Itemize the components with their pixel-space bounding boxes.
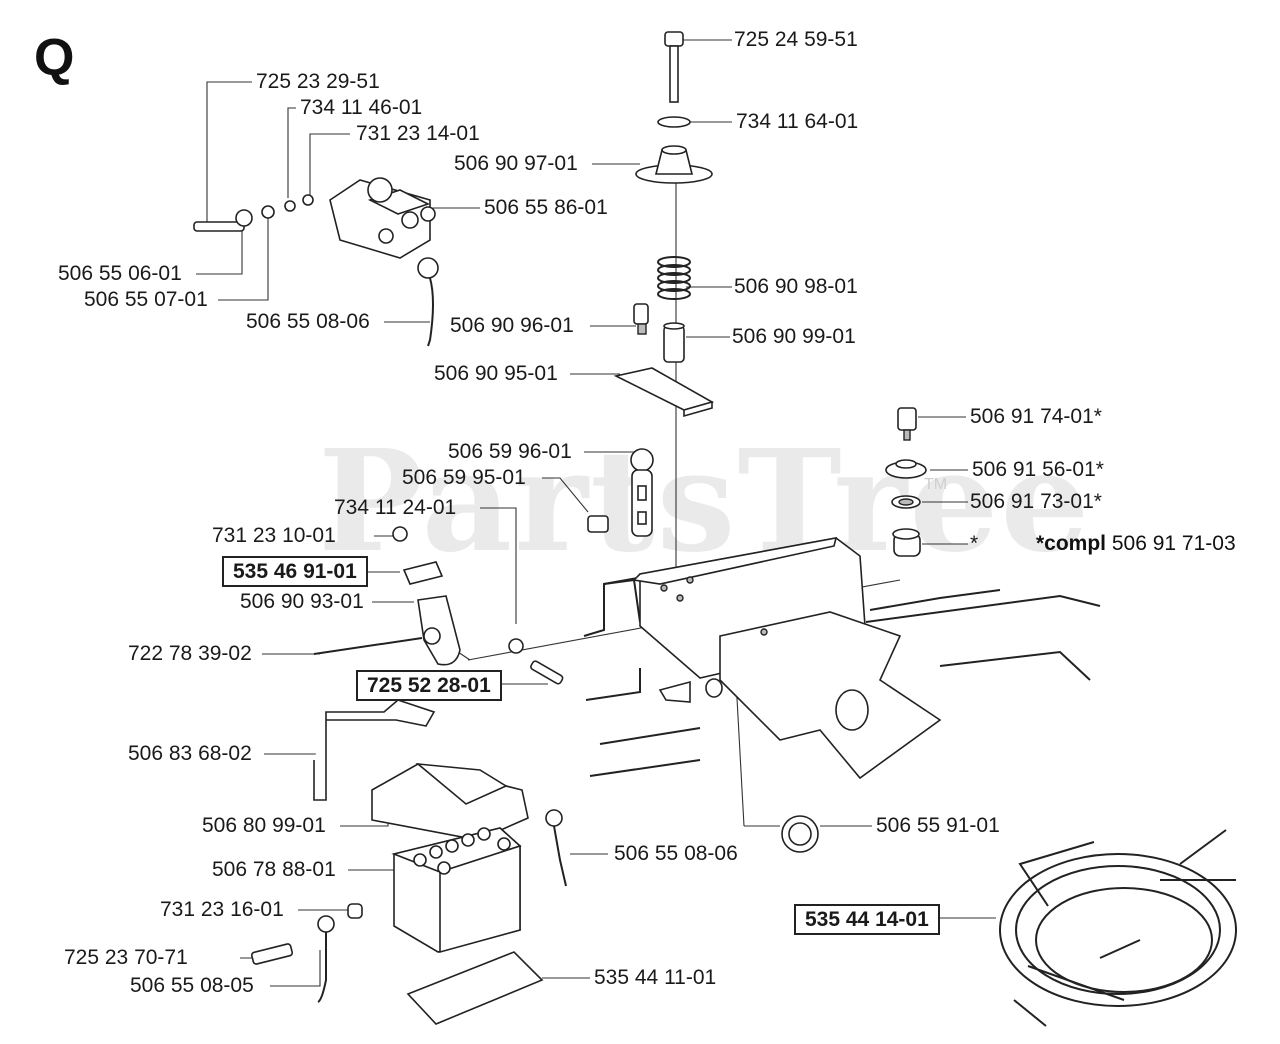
leader-lines xyxy=(196,39,996,987)
micro-switch xyxy=(313,526,564,685)
part-label-535-44-11-01: 535 44 11-01 xyxy=(594,966,717,989)
part-label-506-59-95-01: 506 59 95-01 xyxy=(402,466,526,489)
part-label-506-55-91-01: 506 55 91-01 xyxy=(876,814,1000,837)
lever-assembly xyxy=(587,448,654,537)
part-label-506-55-86-01: 506 55 86-01 xyxy=(484,196,608,219)
watermark-tm: TM xyxy=(924,476,948,493)
part-label-506-59-96-01: 506 59 96-01 xyxy=(448,440,572,463)
part-label-506-91-74-01: 506 91 74-01* xyxy=(970,405,1102,428)
part-label-731-23-14-01: 731 23 14-01 xyxy=(356,122,480,145)
grommet xyxy=(781,815,819,853)
part-label-535-44-14-01: 535 44 14-01 xyxy=(794,904,940,935)
part-label-506-90-99-01: 506 90 99-01 xyxy=(732,325,856,348)
part-label-506-90-93-01: 506 90 93-01 xyxy=(240,590,364,613)
part-label-506-55-08-05: 506 55 08-05 xyxy=(130,974,254,997)
part-label-506-83-68-02: 506 83 68-02 xyxy=(128,742,252,765)
part-label-734-11-64-01: 734 11 64-01 xyxy=(736,110,859,133)
bracket-plate xyxy=(613,303,715,418)
ignition-switch xyxy=(885,407,927,557)
part-label-725-23-70-71: 725 23 70-71 xyxy=(64,946,188,969)
part-label-506-55-07-01: 506 55 07-01 xyxy=(84,288,208,311)
part-label-725-23-29-51: 725 23 29-51 xyxy=(256,70,380,93)
part-label-506-78-88-01: 506 78 88-01 xyxy=(212,858,336,881)
part-label-506-91-73-01: 506 91 73-01* xyxy=(970,490,1102,513)
compl-prefix: *compl xyxy=(1036,532,1107,555)
wiring-harness xyxy=(999,829,1237,1027)
part-label-506-90-98-01: 506 90 98-01 xyxy=(734,275,858,298)
part-label-731-23-16-01: 731 23 16-01 xyxy=(160,898,284,921)
part-label-506-91-56-01: 506 91 56-01* xyxy=(972,458,1104,481)
part-label-725-52-28-01: 725 52 28-01 xyxy=(356,670,502,701)
part-label-506-90-95-01: 506 90 95-01 xyxy=(434,362,558,385)
part-label-506-90-97-01: 506 90 97-01 xyxy=(454,152,578,175)
compl-number: 506 91 71-03 xyxy=(1111,532,1236,555)
part-label-722-78-39-02: 722 78 39-02 xyxy=(128,642,252,665)
part-label-725-24-59-51: 725 24 59-51 xyxy=(734,28,858,51)
complete-kit-label: *compl 506 91 71-03 xyxy=(1036,532,1236,556)
tension-bolt-assembly xyxy=(635,31,713,363)
page-letter: Q xyxy=(34,29,75,87)
battery-group xyxy=(250,699,567,1025)
part-label-734-11-24-01: 734 11 24-01 xyxy=(334,496,457,519)
relay-assembly xyxy=(193,177,439,347)
part-label-731-23-10-01: 731 23 10-01 xyxy=(212,524,336,547)
part-label-506-80-99-01: 506 80 99-01 xyxy=(202,814,326,837)
part-label-506-55-08-06-battery: 506 55 08-06 xyxy=(614,842,738,865)
part-label-506-90-96-01: 506 90 96-01 xyxy=(450,314,574,337)
part-label-star: * xyxy=(970,532,979,555)
frame-outline xyxy=(583,536,1101,780)
part-label-506-55-08-06-relay: 506 55 08-06 xyxy=(246,310,370,333)
part-label-734-11-46-01: 734 11 46-01 xyxy=(300,96,423,119)
part-label-506-55-06-01: 506 55 06-01 xyxy=(58,262,182,285)
part-label-535-46-91-01: 535 46 91-01 xyxy=(222,556,368,587)
